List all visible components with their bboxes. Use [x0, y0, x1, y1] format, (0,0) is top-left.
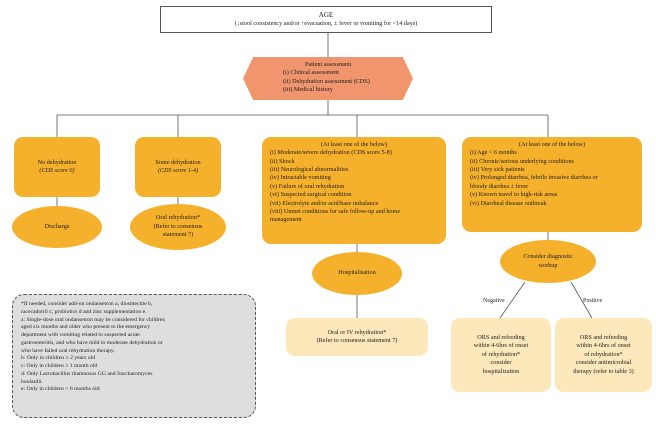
criteria-item: (iv) Intractable vomiting: [270, 174, 331, 182]
severe-header: (At least one of the below): [320, 141, 388, 148]
criteria-item: (i) Moderate/severe dehydration (CDS sco…: [270, 149, 392, 157]
ors-antimicrobial-box: ORS and refeeding within 4-6hrs of onset…: [555, 318, 652, 392]
oral-iv-ref: (Refer to consensus statement 7): [316, 337, 398, 344]
ors-line: hospitalization: [482, 367, 520, 375]
discharge-label: Discharge: [44, 222, 70, 230]
age-title: AGE: [318, 10, 334, 19]
legend-line: e: Only in children > 6 months old: [21, 386, 100, 393]
positive-label: Positive: [583, 298, 603, 304]
legend-line: d: Only Lactobacillus rhamnosus GG and S…: [21, 370, 153, 377]
risk-header: (At least one of the below): [518, 141, 586, 148]
workup-label: workup: [538, 261, 558, 269]
criteria-item: (vi) Diarrheal disease outbreak: [470, 199, 547, 207]
legend-line: who have failed oral rehydration therapy…: [21, 347, 115, 354]
criteria-item: (v) Known travel to high-risk areas: [470, 191, 558, 199]
oral-iv-label: Oral or IV rehydration*: [327, 328, 387, 336]
workup-label: Consider diagnostic: [523, 253, 573, 261]
criteria-item: (ii) Chronic/serious underlying conditio…: [470, 157, 574, 165]
some-dehydration-label: Some dehydration: [155, 158, 201, 166]
ors-line: consider antimicrobial: [575, 359, 632, 367]
criteria-item: bloody diarrhea ± fever: [470, 182, 529, 190]
criteria-item: (iii) Very sick patients: [470, 166, 525, 174]
legend-line: b: Only in children ≥ 2 years old: [21, 355, 96, 362]
ors-line: consider: [490, 359, 512, 367]
ors-hospitalization-box: ORS and refeeding within 4-6hrs of onset…: [451, 318, 551, 392]
legend-line: c: Only in children ≥ 1 month old: [21, 363, 98, 369]
negative-label: Negative: [483, 298, 505, 304]
hospitalisation-label: Hospitalisation: [338, 269, 376, 277]
criteria-item: (vii) Electrolyte and/or acid/base imbal…: [270, 199, 379, 207]
criteria-item: (ii) Shock: [270, 157, 295, 165]
legend-line: gastroenteritis, and who have mild to mo…: [21, 339, 163, 346]
legend-line: department with vomiting related to susp…: [21, 332, 140, 338]
criteria-item: (iv) Prolonged diarrhea, febrile invasiv…: [470, 174, 598, 182]
diagnostic-workup-node: Consider diagnostic workup: [500, 240, 596, 283]
age-box: AGE (↓stool consistency and/or ↑evacuati…: [160, 6, 492, 33]
ors-line: within 4-6hrs of onset: [576, 342, 631, 350]
no-dehydration-box: No dehydration (CDS score 0): [14, 137, 100, 197]
patient-assessment-box: Patient assessment (i) Clinical assessme…: [243, 57, 413, 100]
oral-rehydration-ref: (Refer to consensus: [153, 222, 203, 230]
cds-score-label: (CDS score 1-4): [157, 167, 199, 174]
ors-line: therapy (refer to table 3): [573, 367, 634, 375]
legend-line: a: Single-dose oral ondansetron may be c…: [21, 316, 166, 323]
criteria-item: (v) Failure of oral rehydration: [270, 182, 345, 190]
oral-rehydration-label: Oral rehydration*: [155, 214, 201, 222]
legend-line: racecadotril c, probiotics d and zinc su…: [21, 308, 147, 315]
cds-score-label: (CDS score 0): [39, 167, 75, 174]
criteria-item: (vi) Suspected surgical condition: [270, 191, 352, 199]
oral-rehydration-ref: statement 7): [162, 231, 194, 239]
ors-line: of rehydration*: [481, 350, 521, 358]
legend-line: aged six months and older who present to…: [21, 324, 151, 331]
oral-rehydration-node: Oral rehydration* (Refer to consensus st…: [130, 204, 226, 250]
hospitalisation-node: Hospitalisation: [312, 252, 402, 295]
assessment-item: (ii) Dehydration assessment (CDS): [283, 77, 370, 85]
oral-iv-rehydration-box: Oral or IV rehydration* (Refer to consen…: [286, 318, 428, 356]
ors-line: ORS and refeeding: [579, 334, 628, 342]
assessment-title: Patient assessment: [305, 61, 352, 68]
footnote-legend: *If needed, consider add-on ondansetron …: [12, 294, 256, 418]
discharge-node: Discharge: [12, 206, 102, 248]
criteria-item: (iii) Neurological abnormalities: [270, 166, 349, 174]
criteria-item: management: [270, 216, 302, 224]
legend-line: *If needed, consider add-on ondansetron …: [21, 301, 153, 307]
ors-line: ORS and refeeding: [477, 334, 525, 342]
some-dehydration-box: Some dehydration (CDS score 1-4): [135, 137, 221, 197]
criteria-item: (viii) Unmet conditions for safe follow-…: [270, 207, 401, 215]
criteria-item: (i) Age < 6 months: [470, 149, 517, 157]
assessment-item: (i) Clinical assessment: [283, 69, 340, 77]
ors-line: within 4-6hrs of onset: [473, 342, 529, 350]
severe-criteria-box: (At least one of the below) (i) Moderate…: [262, 137, 446, 244]
assessment-item: (iii) Medical history: [283, 86, 333, 94]
legend-line: boulardii.: [21, 378, 43, 385]
risk-criteria-box: (At least one of the below) (i) Age < 6 …: [462, 137, 642, 232]
ors-line: of rehydration*: [584, 350, 623, 358]
no-dehydration-label: No dehydration: [37, 158, 77, 166]
age-subtitle: (↓stool consistency and/or ↑evacuation, …: [234, 20, 418, 28]
